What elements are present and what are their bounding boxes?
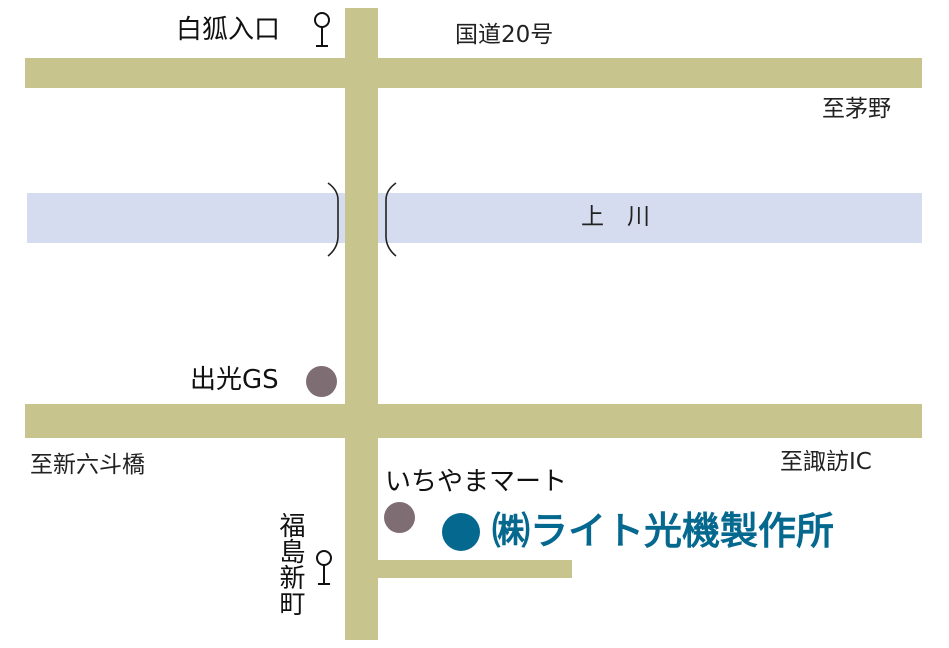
ichiyama-mart-marker	[384, 502, 415, 533]
to-chino-label: 至茅野	[822, 96, 891, 122]
ichiyama-mart-label: いちやまマート	[385, 467, 568, 497]
to-shinrokutobashi-label: 至新六斗橋	[30, 452, 145, 478]
bus-stop-icon	[316, 550, 332, 585]
fukushima-shinmachi-label: 福島新町	[275, 512, 305, 616]
kamikawa-river	[27, 193, 922, 243]
bus-stop-icon	[314, 12, 330, 47]
lower-horizontal-road	[25, 404, 922, 438]
main-vertical-road	[345, 8, 378, 640]
company-name-label: ㈱ライト光機製作所	[492, 509, 835, 553]
company-marker	[442, 513, 480, 551]
idemitsu-gs-label: 出光GS	[190, 365, 279, 395]
idemitsu-gs-marker	[306, 366, 337, 397]
route20-label: 国道20号	[455, 22, 554, 48]
kamikawa-river-label: 上 川	[581, 204, 650, 230]
to-suwa-ic-label: 至諏訪IC	[780, 449, 872, 475]
route20-road	[25, 58, 922, 88]
shirakitsune-entrance-label: 白狐入口	[176, 15, 281, 45]
company-access-road	[378, 560, 572, 578]
